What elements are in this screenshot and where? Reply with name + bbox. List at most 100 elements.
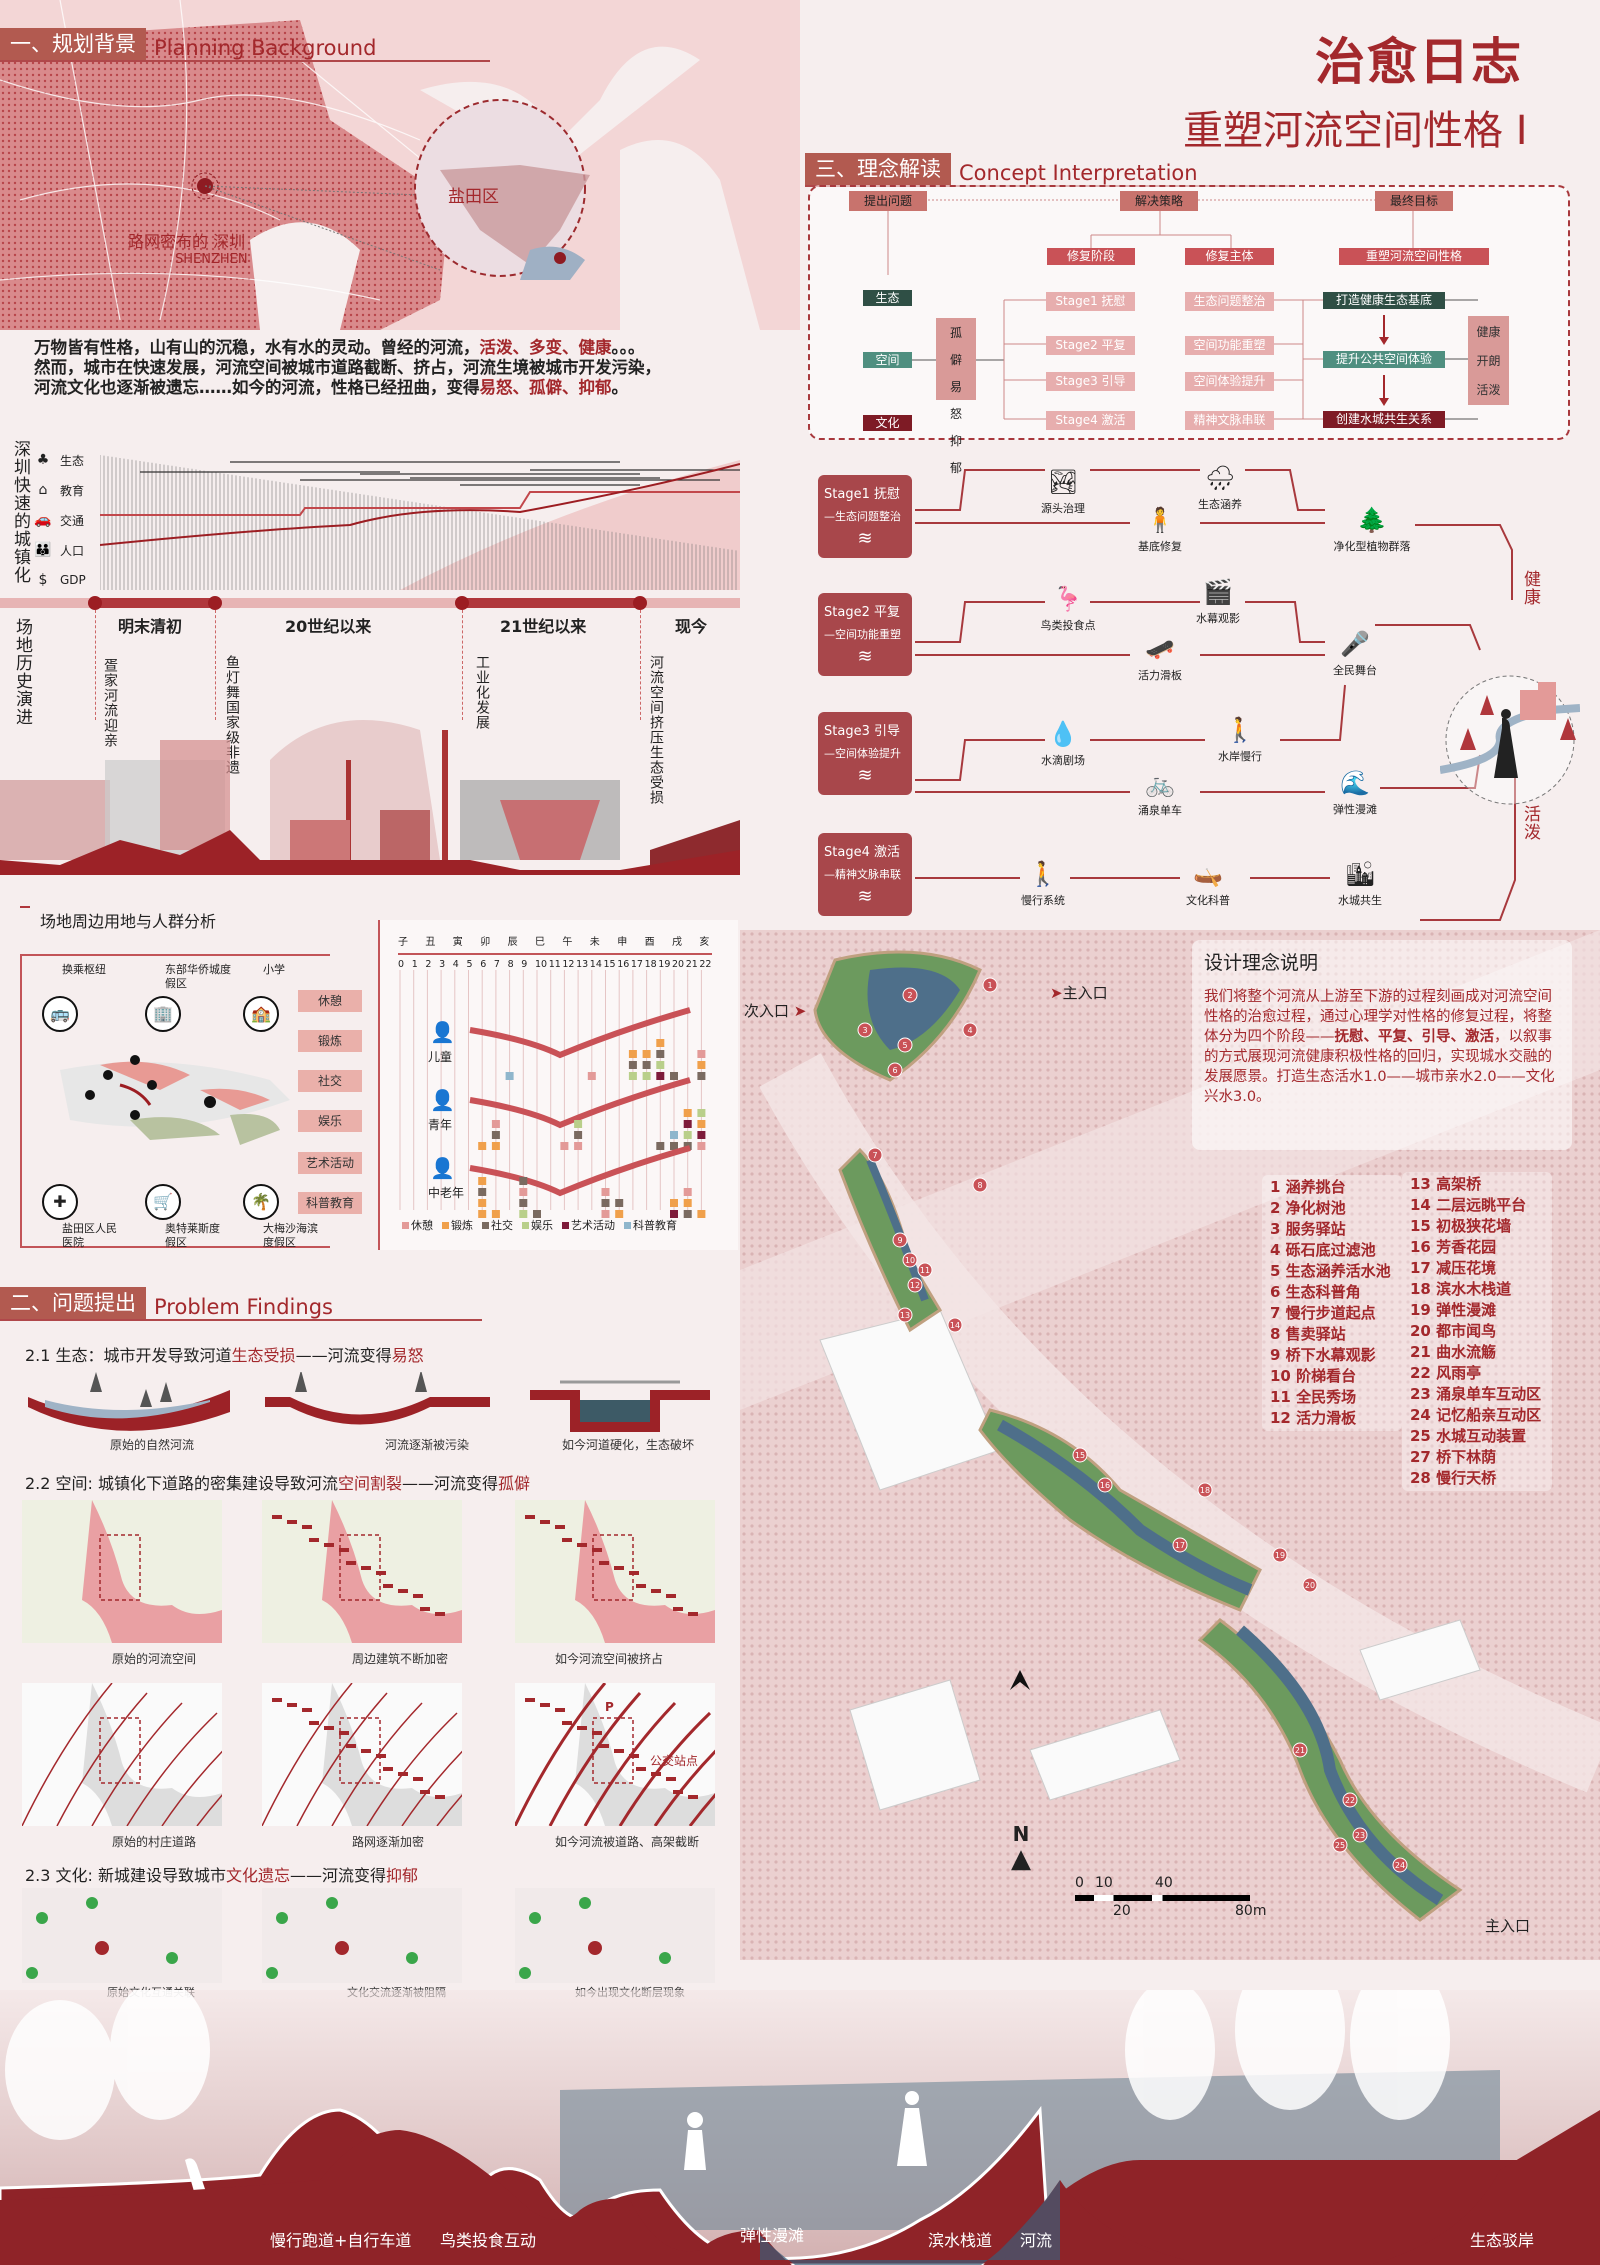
- person-icon: 👤: [430, 1156, 455, 1180]
- building-block: [562, 1721, 572, 1725]
- activity-mark: [519, 1177, 528, 1185]
- hour-label: 0: [398, 959, 405, 970]
- trait-word: 活泼: [1520, 805, 1540, 841]
- plan-marker: 22: [1342, 1792, 1358, 1808]
- legend-label: 娱乐: [531, 1219, 553, 1232]
- culture-node: [406, 1952, 418, 1964]
- activity-mark: [683, 1210, 692, 1218]
- parking-label: P: [605, 1700, 614, 1714]
- svg-text:11: 11: [920, 1266, 930, 1275]
- hour-label: 7: [493, 959, 500, 970]
- plan-legend-item: 22 风雨亭: [1410, 1364, 1482, 1382]
- plan-marker: 11: [917, 1262, 933, 1278]
- culture-node: [579, 1897, 591, 1909]
- stage-node-icon: 💧: [1048, 720, 1078, 748]
- stage-node-icon: 🚲: [1145, 770, 1175, 798]
- svg-text:1: 1: [987, 981, 992, 990]
- hour-axis: [398, 953, 712, 955]
- road-line: [688, 1793, 715, 1826]
- activity-legend-item: 娱乐: [522, 1217, 553, 1233]
- site-outline: [592, 1717, 634, 1784]
- plan-marker: 10: [902, 1252, 918, 1268]
- hour-label: 4: [452, 959, 459, 970]
- legend-label: 休憩: [411, 1219, 433, 1232]
- activity-legend: 休憩锻炼社交娱乐艺术活动科普教育: [402, 1217, 677, 1233]
- space-map: [22, 1500, 222, 1643]
- building-block: [540, 1703, 550, 1707]
- river-shape: [322, 1500, 462, 1643]
- culture-node: [266, 1967, 278, 1979]
- stage-node-label: 源头治理: [1041, 502, 1085, 515]
- section-label: 鸟类投食互动: [440, 2231, 537, 2250]
- river-sketch: [469, 1007, 691, 1059]
- stage-node-icon: 🌊: [1340, 769, 1370, 797]
- plan-marker: 3: [857, 1022, 873, 1038]
- plan-legend-item: 5 生态涵养活水池: [1270, 1262, 1391, 1280]
- stage-title: Stage3 引导: [824, 724, 900, 739]
- building-block: [302, 1708, 312, 1712]
- culture-map: [262, 1888, 462, 1983]
- intro-line: 河流文化也逐渐被遗忘……如今的河流，性格已经扭曲，变得易怒、孤僻、抑郁。: [34, 378, 754, 398]
- stage-subtitle: —空间体验提升: [824, 747, 901, 760]
- trait-word: 健康: [1520, 570, 1540, 606]
- building-block: [629, 1571, 639, 1575]
- space-caption: 如今河流被道路、高架截断: [555, 1835, 700, 1849]
- timeline-period: 现今: [675, 617, 708, 636]
- building-block: [629, 1754, 639, 1758]
- svg-text:12: 12: [910, 1281, 920, 1290]
- hour-label: 14: [589, 959, 602, 970]
- stage-node-icon: 🎤: [1340, 630, 1370, 658]
- activity-mark: [491, 1210, 500, 1218]
- design-text-part: ，以叙事的方式展现河流健康积极性格的回归，实现城水交融的发展愿景。打造生态活水1…: [1204, 1029, 1555, 1105]
- earthly-branch-label: 子: [398, 937, 408, 948]
- school-icon: 🏫: [243, 996, 279, 1032]
- building-block: [324, 1726, 334, 1730]
- plan-marker: 20: [1302, 1577, 1318, 1593]
- plan-marker: 9: [892, 1232, 908, 1248]
- stage-node-icon: 🚶: [1028, 860, 1058, 888]
- plan-legend-item: 2 净化树池: [1270, 1199, 1346, 1217]
- svg-text:3: 3: [862, 1026, 867, 1035]
- timeline-node: [633, 596, 647, 610]
- activity-mark: [491, 1120, 500, 1128]
- plan-legend-item: 11 全民秀场: [1270, 1388, 1357, 1406]
- stage-icon: ≋: [857, 528, 873, 549]
- stage-card-3: Stage3 引导—空间体验提升≋: [818, 712, 912, 795]
- plan-legend-item: 6 生态科普角: [1270, 1283, 1361, 1301]
- hour-label: 6: [480, 959, 487, 970]
- stage-node-icon: 🧍: [1145, 506, 1175, 534]
- road-line: [161, 1750, 222, 1826]
- timeline-guide: [640, 610, 641, 720]
- activity-mark: [519, 1188, 528, 1196]
- earthly-branch-label: 酉: [644, 937, 655, 948]
- building-block: [614, 1749, 624, 1753]
- activity-mark: [697, 1072, 706, 1080]
- activity-mark: [670, 1131, 678, 1139]
- svg-text:6: 6: [892, 1066, 897, 1075]
- stage-card-2: Stage2 平复—空间功能重塑≋: [818, 593, 912, 676]
- earthly-branch-label: 辰: [507, 937, 518, 948]
- svg-text:19: 19: [1275, 1551, 1285, 1560]
- legend-label: 人口: [60, 543, 85, 558]
- svg-text:5: 5: [902, 1041, 907, 1050]
- building-block: [577, 1726, 587, 1730]
- concept-subheading: 修复主体: [1185, 248, 1274, 265]
- culture-map: [515, 1888, 715, 1983]
- plan-legend-item: 14 二层远眺平台: [1410, 1196, 1527, 1214]
- earthly-branch-label: 戌: [672, 937, 682, 948]
- tree-icon: ♣: [36, 452, 50, 468]
- activity-mark: [574, 1142, 583, 1150]
- activity-tag: 艺术活动: [298, 1152, 362, 1174]
- activity-mark: [615, 1210, 624, 1218]
- design-text-part: 我们将整个河流从上游至下游的过程刻画成对河流空间性格的治愈过程，通过心理学对性格…: [1204, 989, 1552, 1045]
- building-block: [383, 1584, 393, 1588]
- building-block: [324, 1543, 334, 1547]
- section-title-cn: 二、问题提出: [0, 1287, 146, 1319]
- section-label: 慢行跑道+自行车道: [270, 2231, 412, 2250]
- bus-stop-label: 公交站点: [650, 1754, 699, 1768]
- intro-text: 。。。: [611, 338, 645, 357]
- road-line: [296, 1692, 388, 1826]
- stage-node-icon: 🎬: [1203, 578, 1233, 606]
- plan-marker: 13: [897, 1307, 913, 1323]
- svg-text:25: 25: [1335, 1841, 1345, 1850]
